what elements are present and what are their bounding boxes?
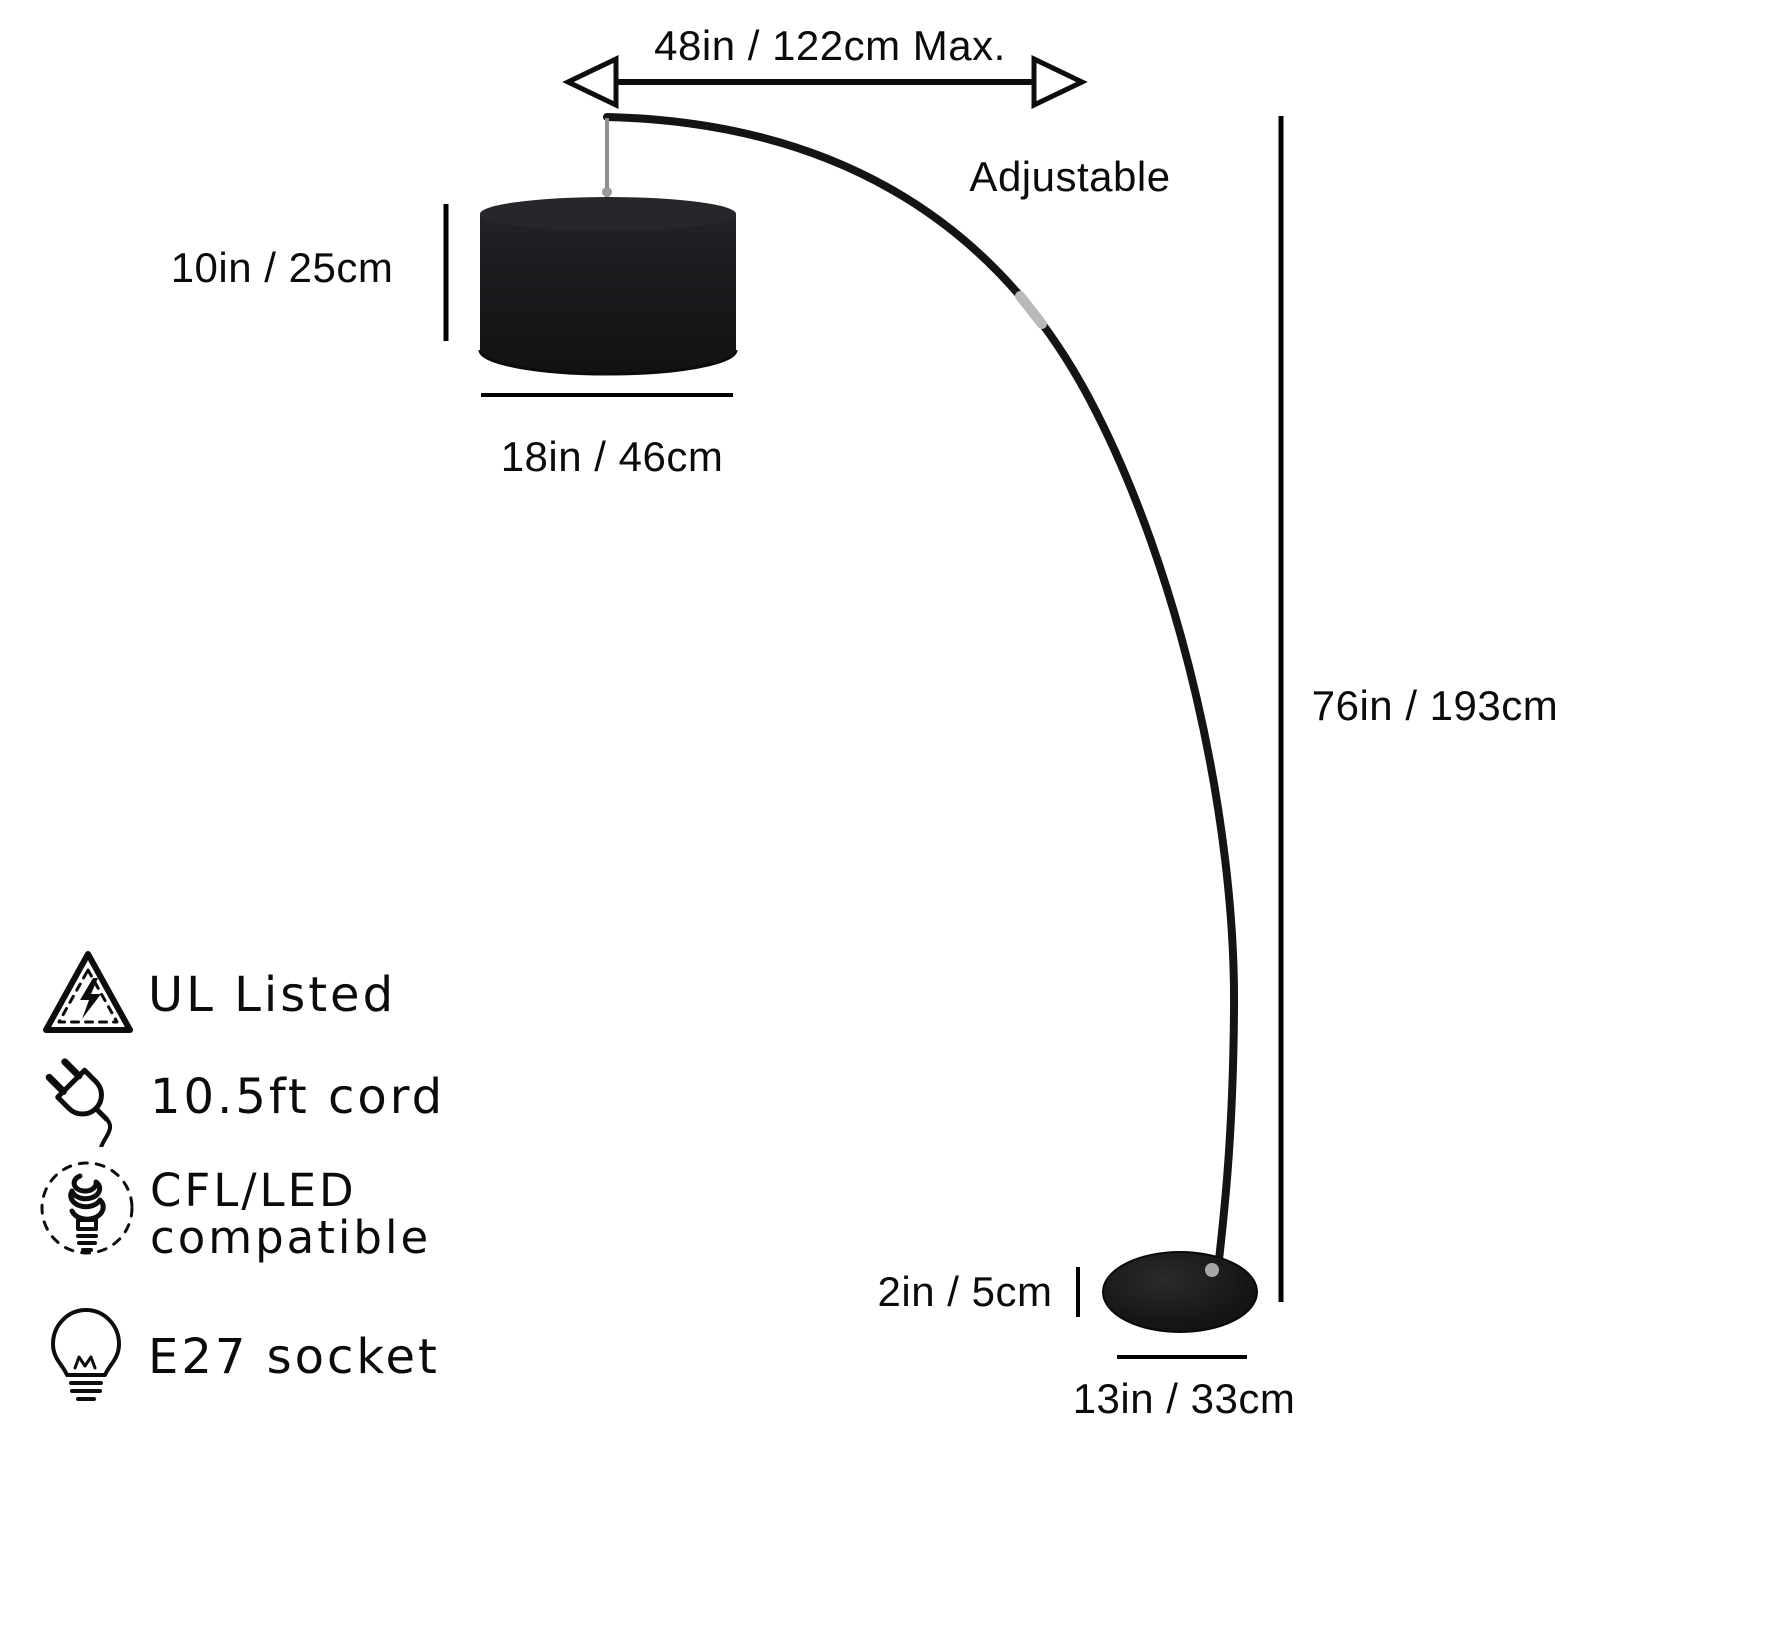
feature-cfl-label-line1: CFL/LED — [150, 1164, 357, 1218]
base-height-label: 2in / 5cm — [877, 1268, 1053, 1315]
feature-cord-label: 10.5ft cord — [150, 1069, 446, 1125]
ul-listed-icon — [38, 946, 138, 1040]
arm-reach-label: 48in / 122cm Max. — [654, 22, 1006, 69]
base-pole-connector — [1205, 1263, 1219, 1277]
shade-height-label: 10in / 25cm — [170, 244, 394, 291]
cfl-bulb-icon — [34, 1158, 140, 1270]
lamp-height-label: 76in / 193cm — [1311, 682, 1559, 729]
adjustable-joint — [1015, 291, 1047, 329]
shade-diameter-label: 18in / 46cm — [500, 433, 724, 480]
arrowhead-right — [1031, 55, 1088, 109]
lamp-arc-pole — [603, 113, 1239, 1299]
arm-width-arrow — [562, 55, 1088, 109]
feature-cfl-label-line2: compatible — [150, 1211, 432, 1265]
lamp-base — [1102, 1251, 1258, 1333]
lamp-shade — [478, 197, 738, 376]
base-diameter-label: 13in / 33cm — [1072, 1375, 1296, 1422]
adjustable-label: Adjustable — [969, 153, 1171, 200]
hanger-fitting — [602, 187, 612, 197]
feature-socket-label: E27 socket — [148, 1329, 440, 1385]
light-bulb-icon — [40, 1304, 132, 1412]
power-plug-icon — [28, 1052, 143, 1147]
feature-ul-listed-label: UL Listed — [148, 967, 397, 1023]
arrowhead-left — [562, 55, 619, 109]
